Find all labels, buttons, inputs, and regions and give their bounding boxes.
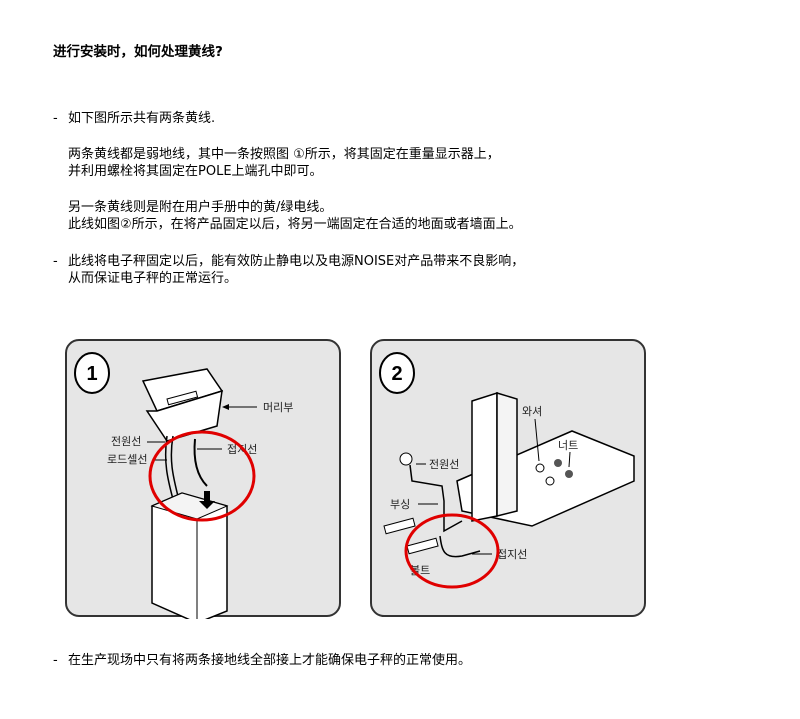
label-washer: 와셔 [522, 405, 542, 418]
figure-number: 2 [391, 363, 402, 385]
pole [471, 391, 498, 522]
label-ground-wire: 접지선 [497, 548, 527, 561]
paragraph-line: 另一条黄线则是附在用户手册中的黄/绿电线。 [68, 200, 333, 215]
figure-number: 1 [86, 363, 97, 385]
figure-number-circle [74, 352, 110, 394]
paragraph-line: 如下图所示共有两条黄线. [68, 111, 216, 126]
bullet-marker: - [53, 653, 58, 668]
label-bushing: 부싱 [390, 498, 410, 511]
page-title: 进行安装时，如何处理黄线? [53, 44, 223, 60]
figure-2-panel: 2 와셔 너트 전원선 부싱 볼트 접지선 [370, 339, 646, 617]
figure-1-panel: 1 머리부 전원선 로드셀선 접지선 [65, 339, 341, 619]
bullet-marker: - [53, 111, 58, 126]
figure-2-illustration: 2 와셔 너트 전원선 부싱 볼트 접지선 [379, 352, 635, 589]
label-loadcell-cable: 로드셀선 [107, 453, 147, 466]
bullet-marker: - [53, 254, 58, 269]
paragraph-line: 两条黄线都是弱地线，其中一条按照图 ①所示，将其固定在重量显示器上， [68, 147, 500, 162]
figure-1-illustration: 1 머리부 전원선 로드셀선 접지선 [74, 352, 293, 619]
highlight-circle [404, 513, 500, 589]
paragraph-line: 并利用螺栓将其固定在POLE上端孔中即可。 [68, 164, 323, 179]
paragraph-line: 此线将电子秤固定以后，能有效防止静电以及电源NOISE对产品带来不良影响， [68, 254, 525, 269]
label-power-cable: 전원선 [111, 435, 141, 448]
figure-number-circle [379, 352, 415, 394]
label-head: 머리부 [263, 401, 293, 414]
paragraph-line: 此线如图②所示，在将产品固定以后，将另一端固定在合适的地面或者墙面上。 [68, 217, 522, 232]
label-nut: 너트 [558, 439, 578, 452]
label-power-cable: 전원선 [429, 458, 459, 471]
paragraph-line: 在生产现场中只有将两条接地线全部接上才能确保电子秤的正常使用。 [68, 653, 472, 668]
highlight-circle [148, 430, 256, 522]
paragraph-line: 从而保证电子秤的正常运行。 [68, 271, 238, 286]
